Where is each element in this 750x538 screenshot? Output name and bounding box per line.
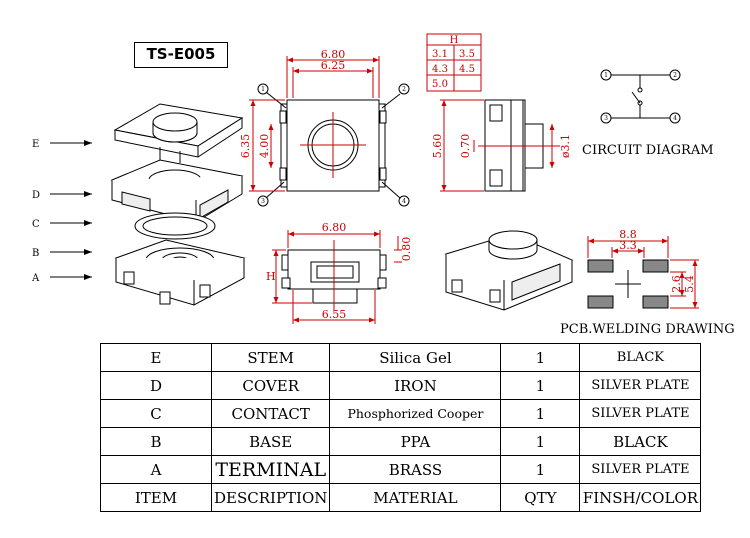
dim-top-w2: 6.25 xyxy=(321,59,346,72)
contact-part xyxy=(134,212,216,240)
svg-text:5.4: 5.4 xyxy=(683,275,696,293)
h-table xyxy=(426,33,482,92)
dim-top-h2: 4.00 xyxy=(258,134,271,159)
label-a: A xyxy=(31,273,40,284)
svg-text:0.80: 0.80 xyxy=(400,237,413,262)
label-b: B xyxy=(32,248,39,259)
front-dims xyxy=(272,230,402,324)
label-e: E xyxy=(32,139,39,150)
side-dims xyxy=(440,99,555,192)
stem-part xyxy=(113,103,244,163)
top-dims xyxy=(249,56,380,192)
pcb-dim-text: 8.8 3.3 2.6 5.4 xyxy=(619,228,696,293)
side-view xyxy=(478,99,560,192)
circuit-pins: 1 2 3 4 xyxy=(604,72,677,122)
svg-text:3.1: 3.1 xyxy=(432,49,448,60)
side-dim-text: 5.60 0.70 ø3.1 xyxy=(431,134,572,159)
svg-text:5.0: 5.0 xyxy=(432,79,448,90)
svg-text:3.5: 3.5 xyxy=(459,49,475,60)
svg-text:8.8: 8.8 xyxy=(619,228,637,241)
dim-top-w: 6.80 xyxy=(321,48,346,61)
svg-text:3: 3 xyxy=(261,198,265,205)
svg-text:H: H xyxy=(450,35,459,46)
svg-text:2.6: 2.6 xyxy=(670,275,683,293)
model-title: TS-E005 xyxy=(134,42,228,68)
svg-text:6.55: 6.55 xyxy=(322,308,347,321)
front-view xyxy=(281,240,387,310)
svg-text:1: 1 xyxy=(604,72,608,79)
h-table-text: H 3.1 3.5 4.3 4.5 5.0 xyxy=(432,35,475,90)
svg-text:H: H xyxy=(266,270,276,283)
pcb-caption: PCB.WELDING DRAWING xyxy=(560,322,735,337)
svg-text:4: 4 xyxy=(402,198,406,205)
diagram-canvas: E D C B A xyxy=(31,33,735,337)
svg-text:3.3: 3.3 xyxy=(619,239,637,252)
pcb-dims xyxy=(587,236,699,309)
svg-text:3: 3 xyxy=(604,115,608,122)
svg-text:ø3.1: ø3.1 xyxy=(559,134,572,158)
top-view xyxy=(257,83,410,207)
svg-text:1: 1 xyxy=(261,86,265,93)
svg-text:2: 2 xyxy=(673,72,677,79)
assembled-view xyxy=(444,230,574,311)
svg-text:6.80: 6.80 xyxy=(322,221,347,234)
cover-part xyxy=(110,159,244,223)
circuit-caption: CIRCUIT DIAGRAM xyxy=(582,143,714,158)
svg-text:4.5: 4.5 xyxy=(459,64,475,75)
label-d: D xyxy=(32,190,40,201)
dim-top-h: 6.35 xyxy=(239,134,252,159)
front-dim-text: 6.80 6.55 H 0.80 xyxy=(266,221,413,321)
svg-text:2: 2 xyxy=(402,86,406,93)
circuit-diagram xyxy=(600,69,681,124)
svg-text:4: 4 xyxy=(673,115,677,122)
top-dim-text: 6.80 6.25 6.35 4.00 xyxy=(239,48,345,158)
svg-text:4.3: 4.3 xyxy=(432,64,448,75)
svg-text:5.60: 5.60 xyxy=(431,134,444,159)
top-pins: 1 2 3 4 xyxy=(261,86,406,205)
label-c: C xyxy=(32,219,40,230)
pcb-pads xyxy=(587,259,669,309)
svg-text:0.70: 0.70 xyxy=(459,134,472,159)
exploded-labels: E D C B A xyxy=(31,139,92,284)
base-part xyxy=(114,239,246,306)
